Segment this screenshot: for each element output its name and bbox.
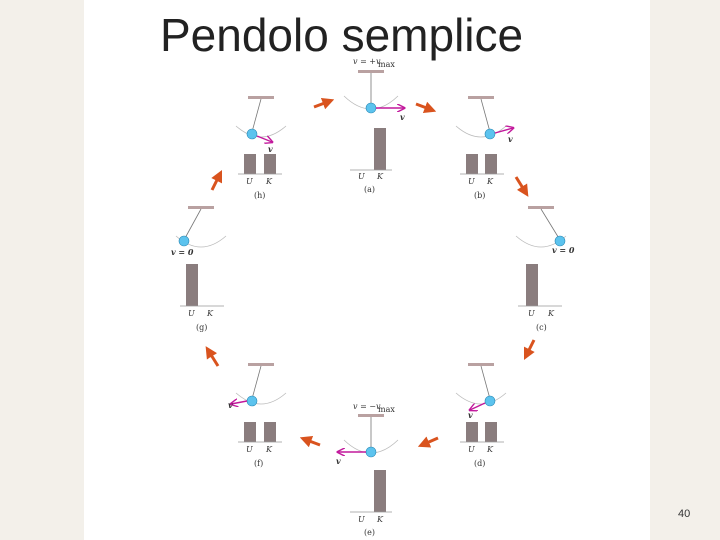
ceiling-d [468,363,494,366]
velocity-label-a: v = +v [353,57,381,66]
u-label-e: U [358,515,365,524]
velocity-sub-e: max [378,405,395,414]
k-bar-e [374,470,386,512]
ceiling-g [188,206,214,209]
u-label-a: U [358,172,365,181]
state-a: v = +v max v U K (a) [343,57,405,194]
k-bar-b [485,154,497,174]
ceiling-h [248,96,274,99]
bob-g [178,235,190,247]
u-bar-h [244,154,256,174]
v-label-d: v [468,410,473,420]
cycle-arrow-g-h [210,169,223,191]
k-label-c: K [547,309,555,318]
caption-b: (b) [474,191,485,200]
k-label-h: K [265,177,273,186]
state-d: v U K (d) [455,363,507,468]
velocity-sub-a: max [378,60,395,69]
state-f: v U K (f) [228,363,287,468]
page-number: 40 [678,508,691,520]
v-label-e: v [336,456,341,466]
ceiling-e [358,414,384,417]
caption-d: (d) [474,459,485,468]
arc-h [235,125,287,138]
string-b [480,98,491,133]
velocity-arrow-h [256,135,272,142]
bob-h [246,128,258,140]
arc-f [235,392,287,405]
u-label-f: U [246,445,253,454]
v-label-b: v [508,134,513,144]
u-label-b: U [468,177,475,186]
u-label-d: U [468,445,475,454]
state-g: v = 0 U K (g) [171,206,227,332]
arc-b [455,125,507,138]
bob-c [554,235,566,247]
caption-e: (e) [364,528,375,537]
velocity-arrow-d [470,402,486,410]
v-label-f: v [228,400,233,410]
ceiling-b [468,96,494,99]
k-bar-a [374,128,386,170]
bob-e [365,446,377,458]
caption-g: (g) [196,323,207,332]
state-h: v U K (h) [235,96,287,200]
v-zero-label-g: v = 0 [171,247,194,257]
bob-b [484,128,496,140]
cycle-arrow-c-d [523,339,536,361]
k-label-b: K [486,177,494,186]
bob-d [484,395,496,407]
cycle-arrow-b-c [514,176,529,197]
v-zero-label-c: v = 0 [552,245,575,255]
string-c [540,208,561,241]
caption-a: (a) [364,185,375,194]
k-bar-d [485,422,497,442]
k-bar-h [264,154,276,174]
velocity-arrow-f [231,401,248,404]
state-e: v = −v max v U K (e) [336,402,399,537]
k-label-d: K [486,445,494,454]
k-label-f: K [265,445,273,454]
slide-title: Pendolo semplice [160,9,524,61]
u-bar-d [466,422,478,442]
v-label-h: v [268,144,273,154]
k-label-g: K [206,309,214,318]
velocity-label-e: v = −v [353,402,381,411]
state-c: v = 0 U K (c) [515,206,575,332]
u-label-h: U [246,177,253,186]
caption-h: (h) [254,191,265,200]
u-bar-b [466,154,478,174]
cycle-arrow-e-f [299,436,321,448]
cycle-arrows [205,98,536,448]
u-label-g: U [188,309,195,318]
u-bar-c [526,264,538,306]
k-label-e: K [376,515,384,524]
ceiling-c [528,206,554,209]
cycle-arrow-h-a [313,98,335,110]
u-bar-f [244,422,256,442]
ceiling-f [248,363,274,366]
caption-c: (c) [536,323,547,332]
u-label-c: U [528,309,535,318]
velocity-arrow-b [494,128,513,133]
string-f [251,365,262,400]
caption-f: (f) [254,459,263,468]
string-d [480,365,491,400]
cycle-arrow-a-b [415,101,437,113]
ceiling-a [358,70,384,73]
state-b: v U K (b) [455,96,513,200]
bob-f [246,395,258,407]
v-label-a: v [400,112,405,122]
arc-d [455,392,507,405]
k-label-a: K [376,172,384,181]
k-bar-f [264,422,276,442]
u-bar-g [186,264,198,306]
cycle-arrow-d-e [417,436,439,448]
bob-a [365,102,377,114]
string-h [251,98,262,133]
cycle-arrow-f-g [205,346,220,367]
string-g [183,208,202,241]
